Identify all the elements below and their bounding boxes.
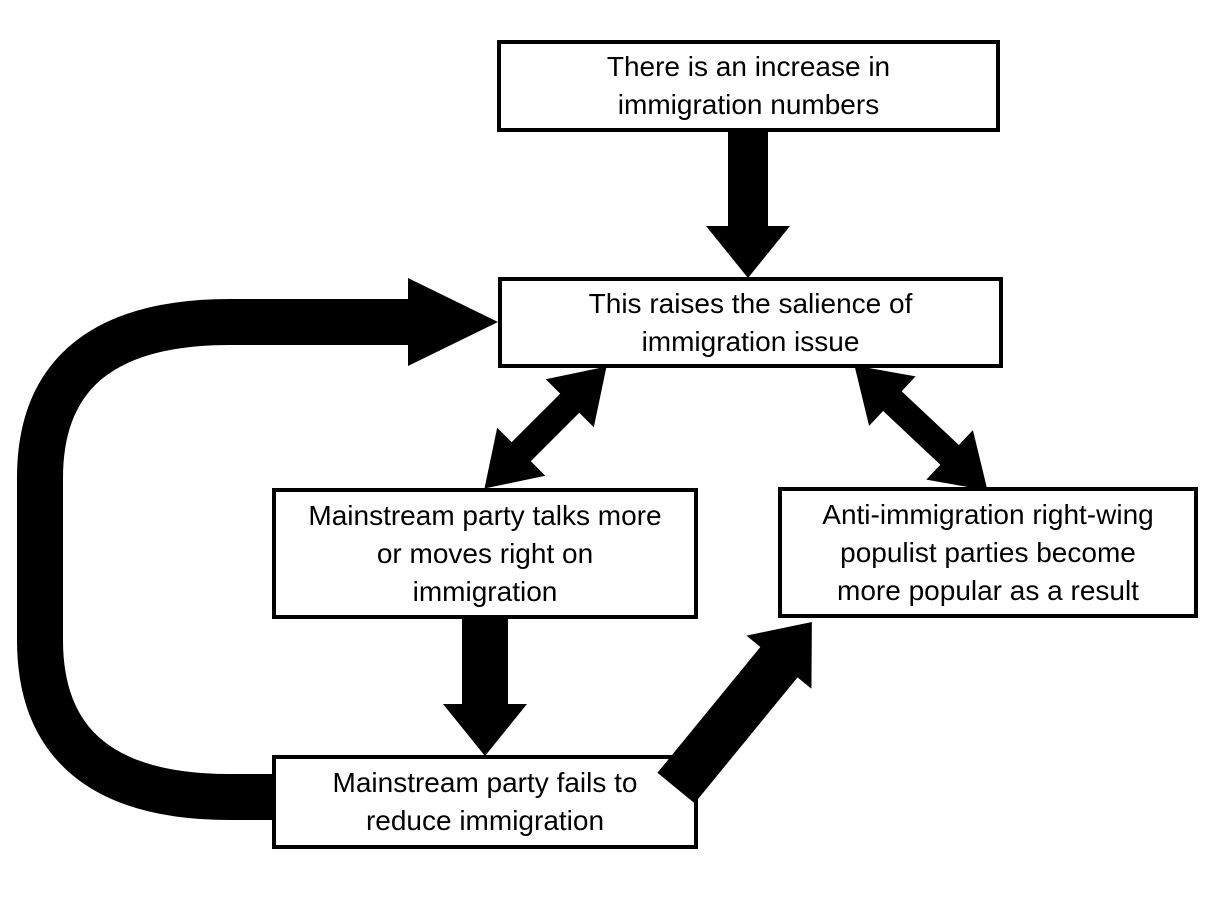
node-salience-raised: This raises the salience of immigration … xyxy=(498,277,1003,368)
double-arrow-salience-mainstream xyxy=(484,366,607,489)
node-label-line: Mainstream party talks more xyxy=(308,499,662,531)
node-populist-parties-popular: Anti-immigration right-wing populist par… xyxy=(778,487,1198,618)
node-label-line: Anti-immigration right-wing xyxy=(822,498,1154,530)
node-label-line: immigration xyxy=(412,575,558,607)
node-label-line: Mainstream party fails to xyxy=(332,767,638,798)
node-label-line: or moves right on xyxy=(376,537,594,569)
node-label-line: populist parties become xyxy=(840,536,1136,568)
node-increase-immigration: There is an increase in immigration numb… xyxy=(497,40,1000,132)
node-label-line: immigration numbers xyxy=(617,89,880,120)
node-label-line: reduce immigration xyxy=(365,805,605,836)
node-mainstream-moves-right: Mainstream party talks more or moves rig… xyxy=(272,488,698,619)
node-label-line: This raises the salience of xyxy=(588,287,913,319)
double-arrow-salience-populist xyxy=(854,365,988,491)
node-mainstream-fails: Mainstream party fails to reduce immigra… xyxy=(272,755,698,849)
node-label-line: There is an increase in xyxy=(606,51,891,82)
node-label-line: more popular as a result xyxy=(837,574,1139,606)
node-label-line: immigration issue xyxy=(641,325,860,357)
